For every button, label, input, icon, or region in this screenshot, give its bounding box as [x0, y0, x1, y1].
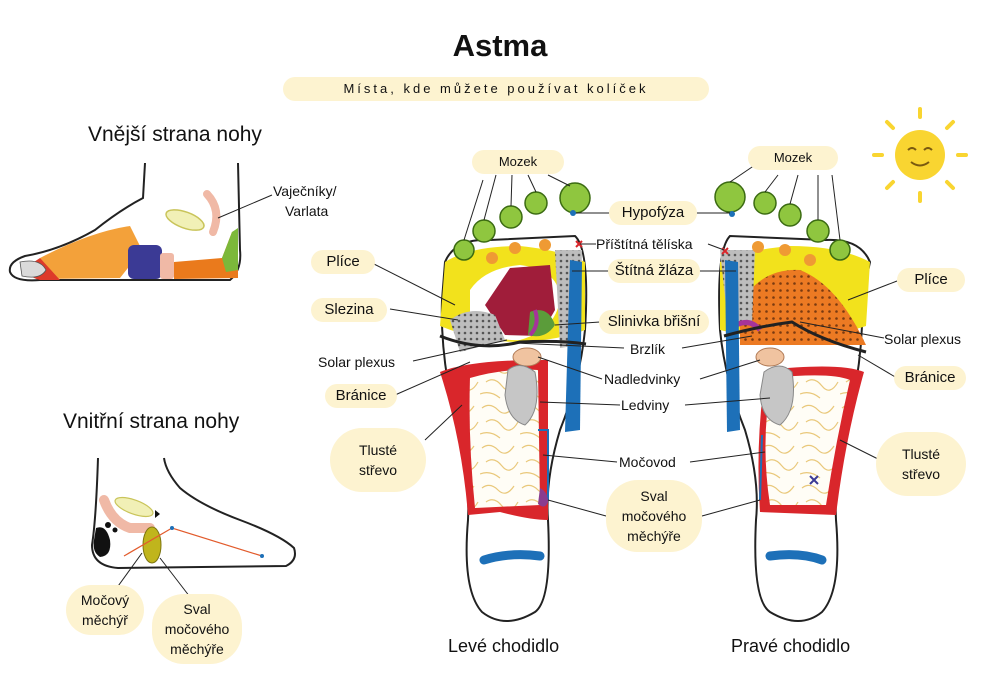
- page-title: Astma: [452, 28, 548, 63]
- label-right-lungs: Plíce: [897, 268, 965, 292]
- outer-foot-heading: Vnější strana nohy: [88, 123, 262, 146]
- label-parathyroid: Příštítná tělíska: [596, 236, 693, 252]
- red-x-marker: [721, 247, 729, 255]
- label-left-colon: Tlusté střevo: [330, 428, 426, 492]
- inner-foot-heading: Vnitřní strana nohy: [63, 410, 240, 433]
- caption-right-sole: Pravé chodidlo: [731, 636, 851, 656]
- label-center-bladder-muscle-line3: měchýře: [627, 528, 681, 544]
- label-right-diaphragm: Bránice: [894, 366, 966, 390]
- label-inner-bladder-muscle-line1: Sval: [183, 601, 211, 617]
- right-toes: [714, 181, 851, 266]
- leader-lines: [371, 164, 898, 517]
- label-ovaries-line1: Vaječníky/: [273, 183, 337, 199]
- label-kidneys: Ledviny: [621, 397, 670, 413]
- label-adrenals: Nadledvinky: [604, 371, 681, 387]
- label-left-lungs: Plíce: [311, 250, 375, 274]
- label-ovaries-line2: Varlata: [285, 203, 329, 219]
- label-left-colon-line1: Tlusté: [358, 442, 398, 458]
- label-right-colon: Tlusté střevo: [876, 432, 966, 496]
- label-center-bladder-muscle-line1: Sval: [640, 488, 668, 504]
- label-thyroid: Štítná žláza: [608, 259, 700, 283]
- label-inner-bladder-muscle-line2: močového: [164, 621, 230, 637]
- label-bladder-line1: Močový: [80, 592, 130, 608]
- label-center-bladder-muscle: Sval močového měchýře: [606, 480, 702, 552]
- left-toes: [453, 182, 591, 264]
- subtitle-banner: Místa, kde můžete používat kolíček: [283, 77, 709, 101]
- caption-left-sole: Levé chodidlo: [448, 636, 560, 656]
- label-left-brain: Mozek: [472, 150, 564, 174]
- label-right-solar-plexus: Solar plexus: [884, 331, 962, 347]
- inner-foot-illustration: [90, 457, 296, 601]
- label-thymus: Brzlík: [630, 341, 665, 357]
- left-sole: [439, 234, 588, 622]
- label-left-solar-plexus: Solar plexus: [318, 354, 396, 370]
- label-center-bladder-muscle-line2: močového: [621, 508, 687, 524]
- label-pancreas: Slinivka břišní: [599, 310, 709, 334]
- label-ureter: Močovod: [619, 454, 676, 470]
- label-bladder: Močový měchýř: [66, 585, 144, 635]
- label-left-diaphragm: Bránice: [325, 384, 397, 408]
- sun-icon: [872, 107, 968, 203]
- label-pituitary: Hypofýza: [609, 201, 697, 225]
- label-spleen: Slezina: [311, 298, 387, 322]
- outer-foot-illustration: [8, 162, 273, 282]
- label-right-colon-line1: Tlusté: [901, 446, 941, 462]
- label-inner-bladder-muscle-line3: měchýře: [170, 641, 224, 657]
- label-left-colon-line2: střevo: [358, 462, 398, 478]
- label-right-colon-line2: střevo: [901, 466, 941, 482]
- label-right-brain: Mozek: [748, 146, 838, 170]
- right-sole: [718, 234, 872, 622]
- label-inner-bladder-muscle: Sval močového měchýře: [152, 594, 242, 664]
- label-bladder-line2: měchýř: [82, 612, 128, 628]
